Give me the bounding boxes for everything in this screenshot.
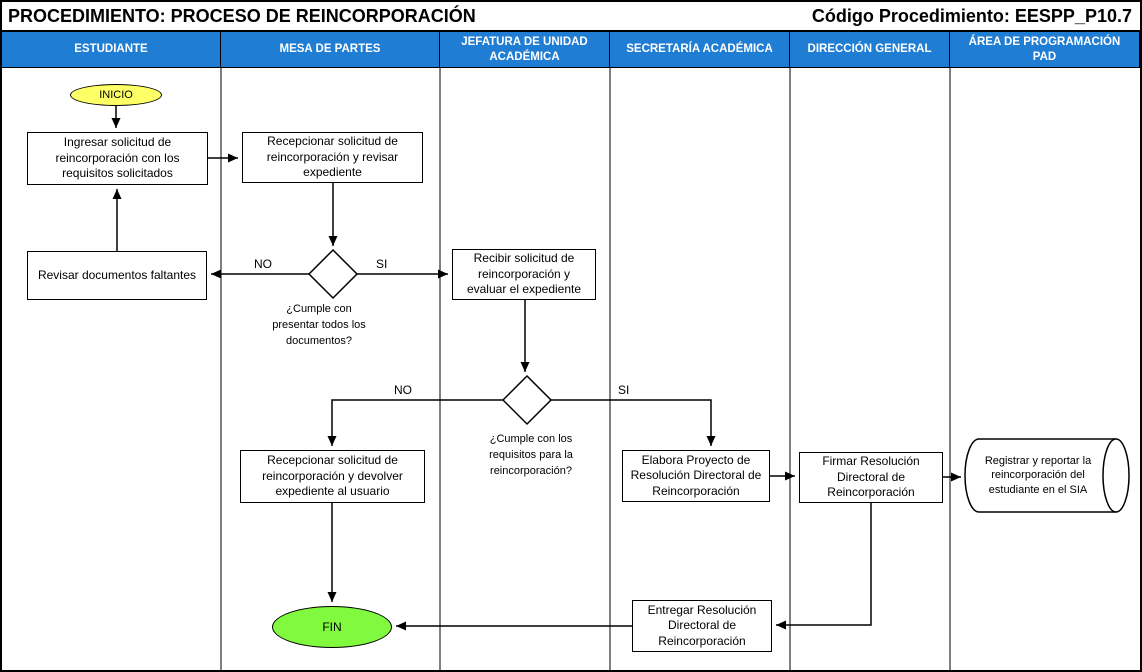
decision-requisitos-question: ¿Cumple con los requisitos para la reinc…: [489, 433, 573, 477]
decision-requisitos-no-label: NO: [394, 383, 412, 397]
lane-header-jefatura-unidad-academica: JEFATURA DE UNIDAD ACADÉMICA: [440, 32, 610, 68]
swimlane-headers: ESTUDIANTE MESA DE PARTES JEFATURA DE UN…: [2, 32, 1140, 68]
node-recibir-solicitud: Recibir solicitud de reincorporación y e…: [452, 249, 596, 300]
node-entregar-resolucion: Entregar Resolución Directoral de Reinco…: [632, 600, 772, 652]
node-ingresar-solicitud: Ingresar solicitud de reincorporación co…: [27, 132, 208, 185]
decision-documentos-diamond: [307, 248, 359, 300]
lane-header-estudiante: ESTUDIANTE: [2, 32, 221, 68]
decision-requisitos-diamond: [501, 374, 553, 426]
decision-requisitos-si-label: SI: [618, 383, 630, 397]
decision-documentos-si-label: SI: [376, 257, 388, 271]
node-revisar-documentos: Revisar documentos faltantes: [27, 251, 207, 300]
connector-firmar-entregar: [776, 503, 872, 630]
node-registrar-sia-label: Registrar y reportar la reincorporación …: [984, 455, 1092, 496]
lane-header-secretaria-academica: SECRETARÍA ACADÉMICA: [610, 32, 790, 68]
node-devolver-expediente: Recepcionar solicitud de reincorporación…: [240, 450, 425, 503]
start-terminator: INICIO: [70, 84, 162, 106]
end-terminator: FIN: [272, 606, 392, 648]
node-recepcionar-solicitud: Recepcionar solicitud de reincorporación…: [242, 132, 423, 183]
lane-header-area-programacion-pad: ÁREA DE PROGRAMACIÓN PAD: [950, 32, 1140, 68]
flow-arrows: [111, 106, 961, 631]
lane-header-mesa-de-partes: MESA DE PARTES: [221, 32, 440, 68]
decision-documentos-no-label: NO: [254, 257, 272, 271]
node-elabora-proyecto: Elabora Proyecto de Resolución Directora…: [622, 450, 770, 502]
title-bar: PROCEDIMIENTO: PROCESO DE REINCORPORACIÓ…: [2, 2, 1140, 32]
decision-documentos-question: ¿Cumple con presentar todos los document…: [272, 303, 366, 347]
node-firmar-resolucion: Firmar Resolución Directoral de Reincorp…: [799, 452, 943, 503]
lane-header-direccion-general: DIRECCIÓN GENERAL: [790, 32, 950, 68]
procedure-code: Código Procedimiento: EESPP_P10.7: [811, 5, 1132, 26]
page-title: PROCEDIMIENTO: PROCESO DE REINCORPORACIÓ…: [8, 5, 476, 26]
